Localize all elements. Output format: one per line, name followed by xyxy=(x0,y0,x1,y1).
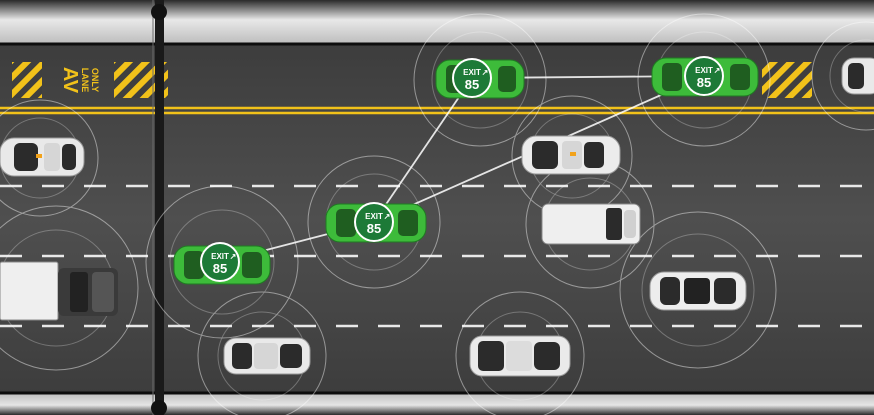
av-text: AV xyxy=(59,67,81,94)
traffic-cars xyxy=(0,57,874,377)
exit-badge-4-top: EXIT xyxy=(211,252,229,261)
exit-badge-2: EXIT ↗ 85 xyxy=(684,56,724,96)
dashed-lane-lines xyxy=(0,184,874,328)
exit-badge-4: EXIT ↗ 85 xyxy=(200,242,240,282)
lane-text: LANE xyxy=(80,68,90,93)
exit-badge-1-top: EXIT xyxy=(463,68,481,77)
car-right-lane1 xyxy=(521,135,621,175)
top-shoulder xyxy=(0,0,874,44)
car-left-upper xyxy=(0,137,85,177)
only-text: ONLY xyxy=(90,68,100,92)
arrow-up-right-icon: ↗ xyxy=(482,68,489,77)
sign-pole xyxy=(151,0,167,415)
car-bottom-left xyxy=(223,337,311,375)
truck xyxy=(0,261,118,321)
asphalt xyxy=(0,44,874,394)
car-top-right-edge xyxy=(841,57,874,95)
car-right-lane3 xyxy=(649,271,747,311)
arrow-up-right-icon: ↗ xyxy=(230,252,237,261)
exit-badge-2-num: 85 xyxy=(697,75,711,90)
arrow-up-right-icon: ↗ xyxy=(714,66,721,75)
exit-badge-2-top: EXIT xyxy=(695,66,713,75)
arrow-up-right-icon: ↗ xyxy=(384,212,391,221)
car-bottom-mid xyxy=(469,335,571,377)
exit-badge-1: EXIT ↗ 85 xyxy=(452,58,492,98)
exit-badge-3-num: 85 xyxy=(367,221,381,236)
exit-badge-4-num: 85 xyxy=(213,261,227,276)
exit-badge-3: EXIT ↗ 85 xyxy=(354,202,394,242)
van xyxy=(541,203,641,245)
exit-badges: EXIT ↗ 85 EXIT ↗ 85 EXIT ↗ 85 EXIT ↗ 85 xyxy=(200,56,724,282)
hatch-left xyxy=(12,62,42,98)
av-lane-only-marking: AV LANE ONLY xyxy=(59,67,100,94)
yellow-lane-lines xyxy=(0,106,874,115)
bottom-shoulder xyxy=(0,393,874,415)
exit-badge-1-num: 85 xyxy=(465,77,479,92)
exit-badge-3-top: EXIT xyxy=(365,212,383,221)
hatch-right xyxy=(762,62,812,98)
